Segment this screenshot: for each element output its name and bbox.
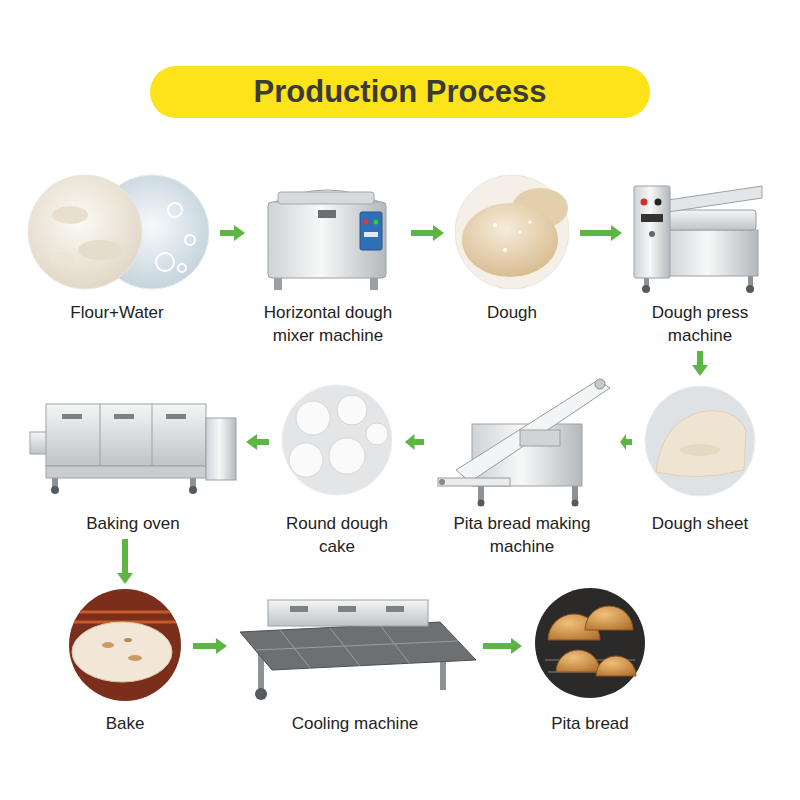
process-step: Horizontal dough mixer machine xyxy=(249,173,407,347)
flour-water-photo xyxy=(28,175,209,289)
title-banner: Production Process xyxy=(150,66,650,118)
step-label: Horizontal dough mixer machine xyxy=(249,301,407,347)
step-label: Cooling machine xyxy=(231,712,479,735)
arrow-shape xyxy=(220,225,245,241)
arrow-shape xyxy=(483,638,522,654)
pita-machine-illustration xyxy=(438,379,610,507)
arrow-shape xyxy=(405,434,424,450)
process-step: Pita bread making machine xyxy=(428,380,616,558)
process-step: Dough press machine xyxy=(626,173,774,347)
process-step: Round dough cake xyxy=(273,380,401,558)
step-label: Dough xyxy=(448,301,576,324)
arrow-shape xyxy=(580,225,622,241)
baking-photo xyxy=(69,589,181,701)
flow-arrow xyxy=(620,434,632,450)
pita-bread-photo xyxy=(535,588,645,698)
process-step: Bake xyxy=(61,588,189,735)
dough-mixer-illustration xyxy=(268,190,386,290)
flow-arrow xyxy=(246,434,269,450)
dough-sheet-photo xyxy=(645,386,755,496)
baking-oven-illustration xyxy=(30,404,236,494)
arrow-shape xyxy=(117,539,133,584)
process-step: Cooling machine xyxy=(231,588,479,735)
step-label: Dough press machine xyxy=(626,301,774,347)
flow-arrow xyxy=(411,225,444,241)
arrow-shape xyxy=(193,638,227,654)
step-label: Dough sheet xyxy=(636,512,764,535)
flow-arrow xyxy=(405,434,424,450)
dough-photo xyxy=(455,175,569,289)
arrow-shape xyxy=(411,225,444,241)
cooling-machine-illustration xyxy=(240,600,476,700)
flow-arrow xyxy=(117,539,133,584)
arrow-shape xyxy=(620,434,632,450)
arrow-shape xyxy=(692,351,708,376)
step-label: Bake xyxy=(61,712,189,735)
flow-arrow xyxy=(692,351,708,376)
step-label: Baking oven xyxy=(24,512,242,535)
flow-arrow xyxy=(580,225,622,241)
process-step: Flour+Water xyxy=(18,173,216,324)
step-label: Pita bread making machine xyxy=(428,512,616,558)
step-label: Flour+Water xyxy=(18,301,216,324)
arrow-shape xyxy=(246,434,269,450)
round-dough-cake-photo xyxy=(282,385,392,495)
step-label: Pita bread xyxy=(526,712,654,735)
flow-arrow xyxy=(483,638,522,654)
dough-press-illustration xyxy=(634,186,762,293)
process-step: Pita bread xyxy=(526,588,654,735)
flow-arrow xyxy=(193,638,227,654)
flow-arrow xyxy=(220,225,245,241)
process-step: Baking oven xyxy=(24,380,242,535)
process-step: Dough sheet xyxy=(636,380,764,535)
step-label: Round dough cake xyxy=(273,512,401,558)
process-step: Dough xyxy=(448,173,576,324)
